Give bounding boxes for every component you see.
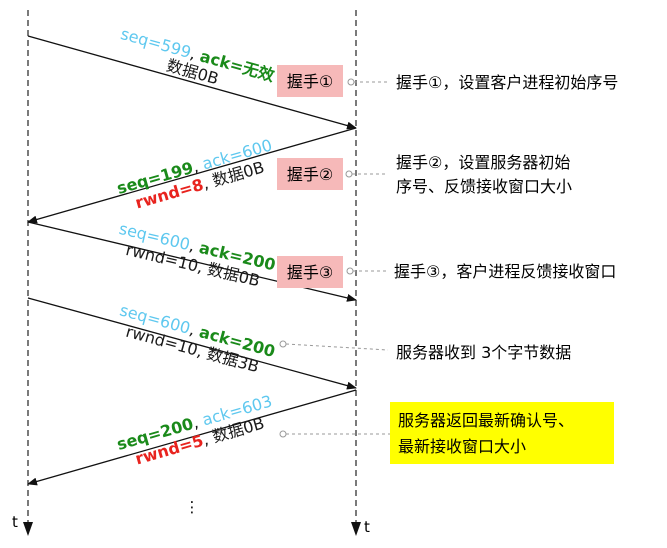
svg-text:握手③，客户进程反馈接收窗口: 握手③，客户进程反馈接收窗口 <box>394 262 616 281</box>
note-connector-2 <box>345 170 388 178</box>
segment-arrow-4 <box>27 297 357 390</box>
server-timeline-arrow <box>351 522 361 536</box>
segment-3-line1-part-1: , <box>187 236 201 257</box>
svg-text:序号、反馈接收窗口大小: 序号、反馈接收窗口大小 <box>396 177 572 196</box>
segment-2-line1-part-1: , <box>190 155 205 176</box>
segment-1-line1-part-1: , <box>188 44 203 65</box>
continuation-ellipsis: ⋮ <box>185 498 200 516</box>
note-connector-5 <box>279 430 390 438</box>
note-5: 服务器返回最新确认号、 最新接收窗口大小 <box>390 402 614 464</box>
handshake-3: 握手③ <box>277 256 343 288</box>
svg-text:服务器收到 3个字节数据: 服务器收到 3个字节数据 <box>396 343 571 362</box>
note-2: 握手②，设置服务器初始 序号、反馈接收窗口大小 <box>396 153 572 196</box>
server-time-label: t <box>364 518 370 536</box>
handshake-2: 握手② <box>277 158 343 190</box>
svg-text:握手①，设置客户进程初始序号: 握手①，设置客户进程初始序号 <box>396 73 618 92</box>
note-connector-3 <box>346 267 388 275</box>
segment-4-line1-part-1: , <box>187 319 202 340</box>
svg-text:服务器返回最新确认号、: 服务器返回最新确认号、 <box>398 411 574 430</box>
svg-text:最新接收窗口大小: 最新接收窗口大小 <box>398 437 526 456</box>
segment-label-5: seq=200, ack=603 rwnd=5, 数据0B <box>115 391 275 468</box>
note-1: 握手①，设置客户进程初始序号 <box>396 73 618 92</box>
note-4: 服务器收到 3个字节数据 <box>396 343 571 362</box>
segment-label-1: seq=599, ack=无效 数据0B <box>118 24 276 88</box>
client-time-label: t <box>12 513 18 531</box>
note-3: 握手③，客户进程反馈接收窗口 <box>394 262 616 281</box>
svg-text:握手②，设置服务器初始: 握手②，设置服务器初始 <box>396 153 570 172</box>
segment-5-line1-part-1: , <box>190 411 205 432</box>
segment-arrow-5 <box>27 389 357 486</box>
handshake-1: 握手① <box>277 65 343 97</box>
svg-text:握手①: 握手① <box>287 72 333 91</box>
client-timeline-arrow <box>23 522 33 536</box>
segment-1-line1-part-0: seq=599 <box>118 24 193 62</box>
note-connector-1 <box>347 78 388 86</box>
segment-label-4: seq=600, ack=200 rwnd=10, 数据3B <box>118 300 278 376</box>
svg-text:握手②: 握手② <box>287 165 333 184</box>
segment-label-2: seq=199, ack=600 rwnd=8, 数据0B <box>115 135 275 212</box>
note-connector-4 <box>279 340 389 351</box>
segment-arrow-1 <box>27 35 357 130</box>
svg-text:握手③: 握手③ <box>287 263 333 282</box>
segment-label-3: seq=600, ack=200 rwnd=10, 数据0B <box>117 219 277 290</box>
segment-arrow-2 <box>27 127 357 224</box>
